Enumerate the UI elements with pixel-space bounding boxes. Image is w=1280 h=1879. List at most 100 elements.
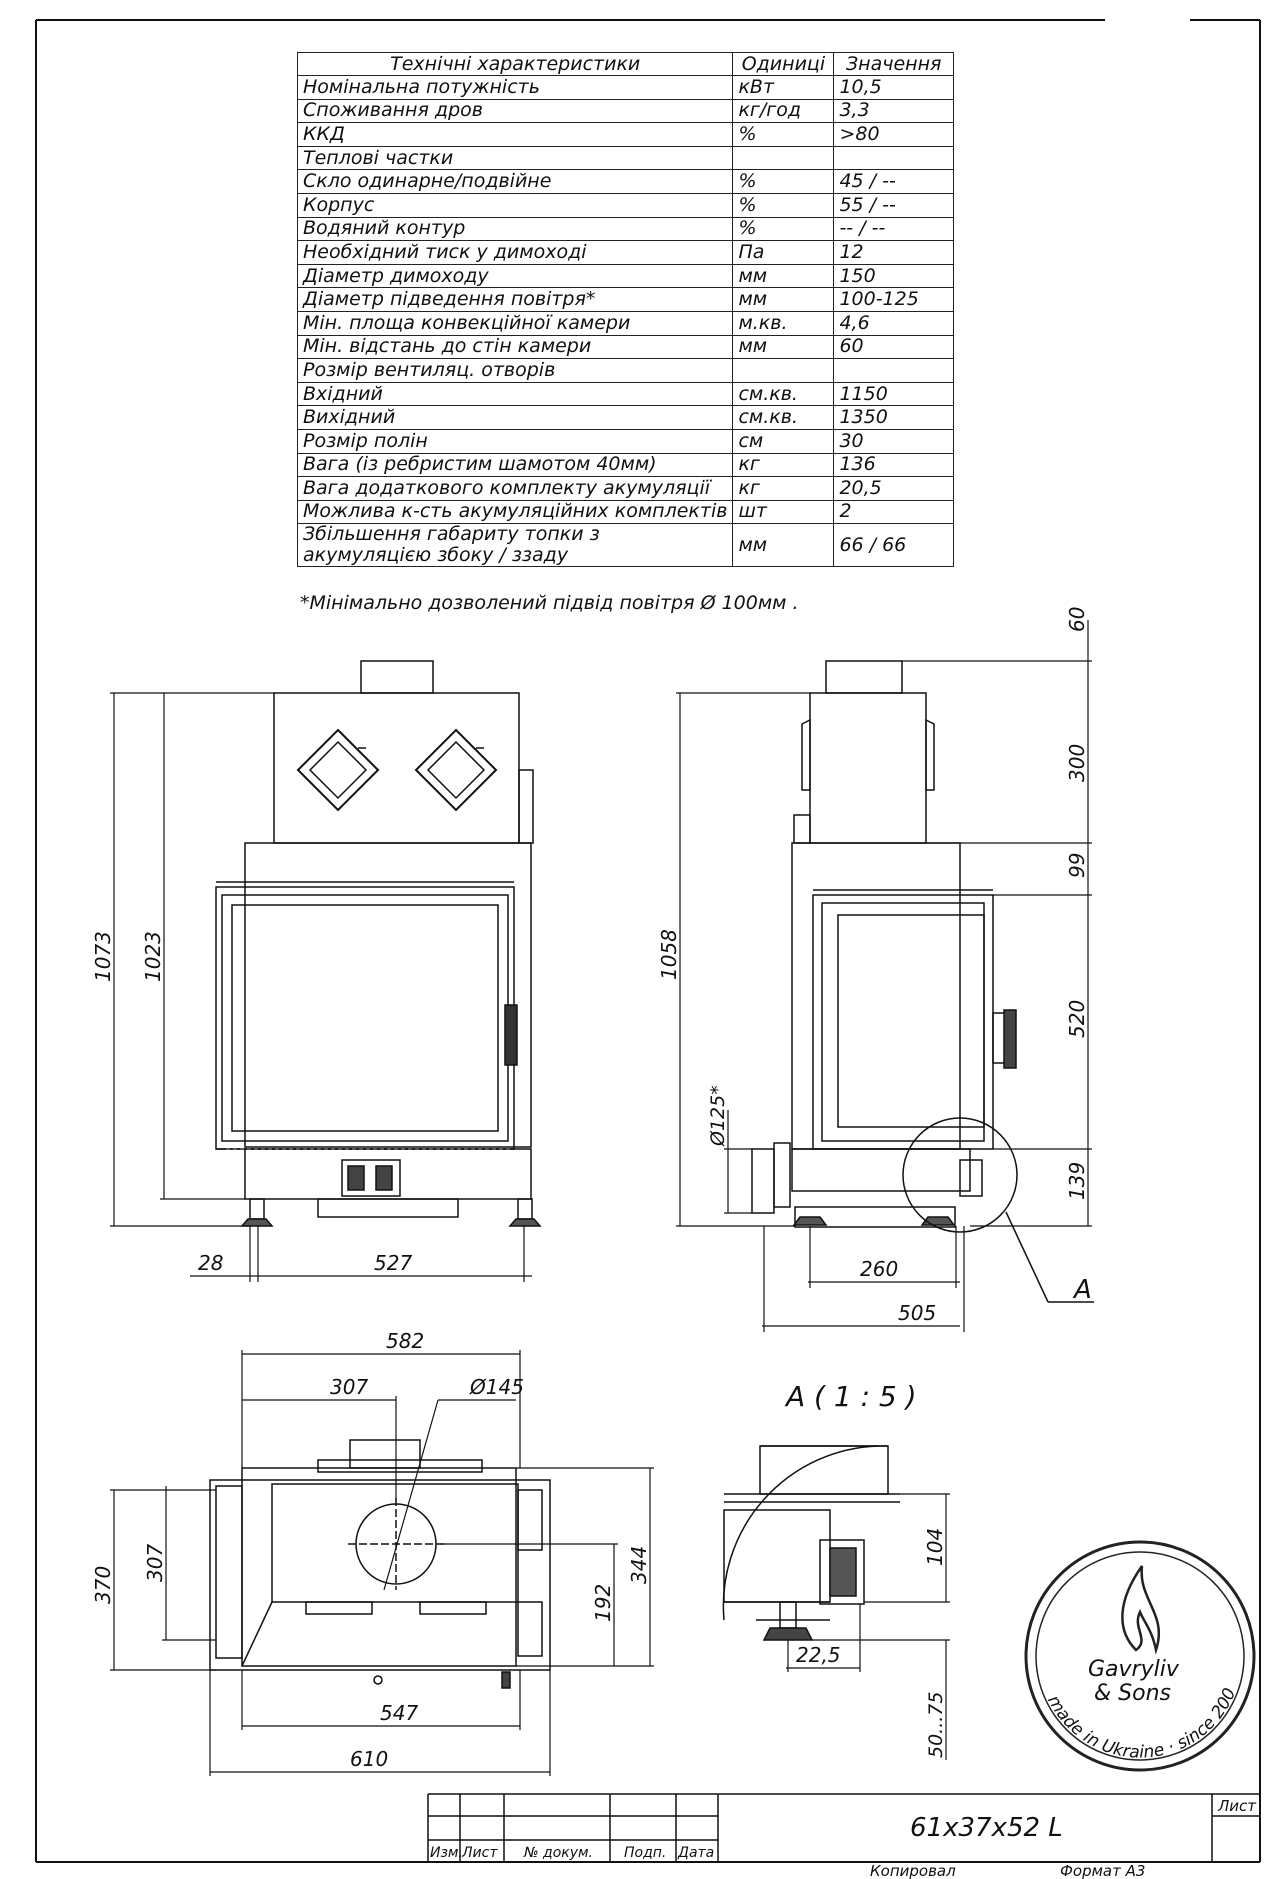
front-dimensions [110,692,532,1282]
dim-307-top-label: 307 [330,1375,368,1399]
side-view [751,660,1094,1303]
tb-col-doc: № докум. [523,1845,593,1861]
title-block [427,1793,1260,1863]
spec-name: Діаметр підведення повітря* [296,287,734,312]
spec-unit: шт [732,499,835,525]
tb-format: Формат А3 [1060,1862,1145,1879]
spec-unit [732,358,835,383]
dim-139-label: 139 [1065,1162,1089,1200]
spec-value: 20,5 [833,476,954,501]
dim-527-label: 527 [374,1251,412,1275]
dim-99-label: 99 [1065,853,1089,878]
brand-line-2: & Sons [1094,1681,1171,1706]
flame-icon [1121,1565,1161,1655]
table-row: Збільшення габариту топки з акумуляцією … [296,523,954,568]
spec-unit: Па [732,240,835,265]
spec-unit: % [732,169,835,194]
spec-value: 3,3 [833,98,954,124]
spec-name: Збільшення габариту топки з акумуляцією … [296,523,734,568]
tb-copied: Копировал [870,1862,956,1879]
spec-value: 2 [833,499,954,525]
top-view [209,1439,551,1689]
tb-col-list: Лист [461,1845,498,1861]
tb-col-sign: Подп. [624,1845,666,1861]
dim-1023-label: 1023 [141,931,165,982]
tb-sheet-label: Лист [1217,1797,1257,1815]
table-row: Водяний контур%-- / -- [296,216,954,242]
spec-value: 30 [833,428,954,454]
detail-dimensions [786,1493,950,1760]
spec-name: ККД [296,122,734,147]
spec-unit: см.кв. [732,381,835,407]
dim-145-label: Ø145 [469,1375,524,1399]
header-characteristics: Технічні характеристики [296,52,734,76]
dim-547-label: 547 [380,1701,418,1725]
dim-22-5-label: 22,5 [796,1643,841,1667]
spec-unit: см.кв. [732,405,835,430]
spec-name: Теплові частки [296,145,734,171]
dim-60-label: 60 [1065,607,1089,632]
spec-value: 12 [833,240,954,265]
spec-value [833,145,954,171]
spec-value: 55 / -- [833,192,954,218]
dim-505-label: 505 [898,1301,936,1325]
spec-name: Діаметр димоходу [296,263,734,289]
spec-unit: % [732,122,835,147]
spec-name: Вихідний [296,405,734,430]
spec-unit: кг/год [732,98,835,124]
spec-unit: мм [732,263,835,289]
spec-unit: см [732,428,835,454]
spec-value: 66 / 66 [833,523,954,568]
spec-value: >80 [833,122,954,147]
front-view [215,660,542,1227]
spec-unit: м.кв. [732,310,835,336]
brand-line-1: Gavryliv [1088,1657,1180,1682]
spec-name: Розмір полін [296,428,734,454]
dim-1058-label: 1058 [657,929,681,980]
dim-125-label: Ø125* [707,1085,729,1147]
spec-unit: % [732,216,835,242]
dim-520-label: 520 [1065,1000,1089,1038]
header-values: Значення [833,52,954,76]
spec-value: 150 [833,263,954,289]
spec-name: Мін. площа конвекційної камери [296,310,734,336]
spec-unit: мм [732,334,835,360]
spec-name: Вхідний [296,381,734,407]
dim-370-label: 370 [91,1566,115,1604]
spec-value: 1150 [833,381,954,407]
spec-value: 10,5 [833,75,954,100]
spec-unit: мм [732,287,835,312]
spec-unit: кг [732,452,835,478]
spec-unit: % [732,192,835,218]
spec-value: -- / -- [833,216,954,242]
spec-unit [732,145,835,171]
spec-value: 100-125 [833,287,954,312]
spec-name: Вага додаткового комплекту акумуляції [296,476,734,501]
spec-name: Корпус [296,192,734,218]
table-row: Теплові частки [296,145,954,171]
table-row: Розмір вентиляц. отворів [296,358,954,383]
dim-300-label: 300 [1065,744,1089,782]
spec-value: 60 [833,334,954,360]
spec-value: 45 / -- [833,169,954,194]
dim-28-label: 28 [198,1251,223,1275]
dim-192-label: 192 [591,1584,615,1622]
tb-col-date: Дата [677,1845,714,1861]
spec-unit: кг [732,476,835,501]
spec-table-header: Технічні характеристики Одиниці Значення [296,52,954,76]
spec-name: Розмір вентиляц. отворів [296,358,734,383]
dim-50-75-label: 50...75 [925,1692,947,1758]
dim-582-label: 582 [386,1329,424,1353]
spec-value: 136 [833,452,954,478]
